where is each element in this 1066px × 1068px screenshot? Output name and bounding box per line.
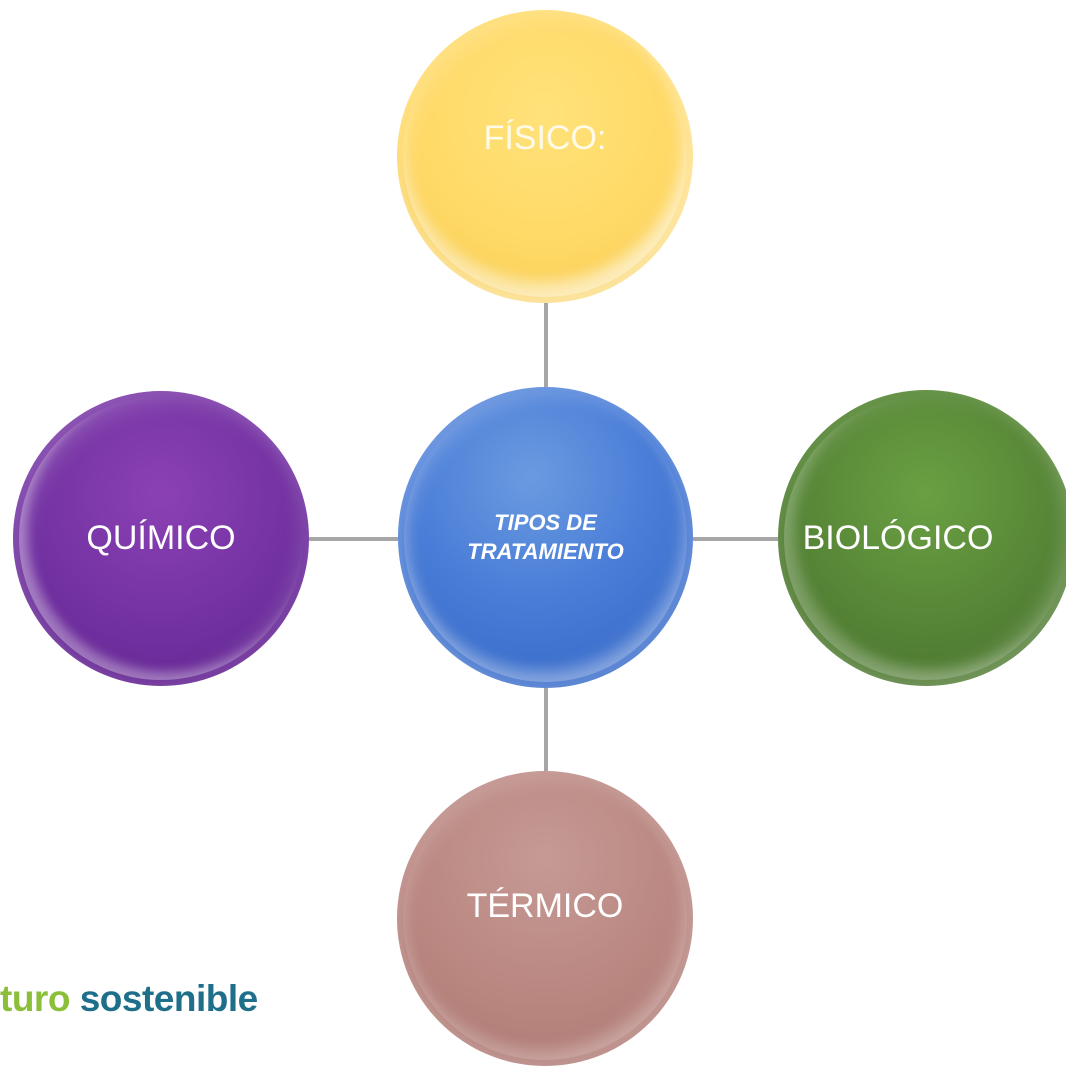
node-termico-label: TÉRMICO [466,887,624,925]
connector-right [693,537,778,541]
brand-text-part-2: sostenible [79,978,259,1019]
brand-text: turo sostenible [0,978,258,1020]
node-biologico-label: BIOLÓGICO [802,518,994,557]
connector-left [309,537,398,541]
node-quimico: QUÍMICO [13,391,309,686]
node-tipos-de-tratamiento: TIPOS DE TRATAMIENTO [398,387,693,688]
node-termico: TÉRMICO [397,771,693,1066]
brand-text-part-1: turo [0,978,80,1019]
node-fisico-label: FÍSICO: [483,119,607,157]
center-label: TIPOS DE TRATAMIENTO [467,509,623,565]
center-label-line-2: TRATAMIENTO [467,538,624,564]
node-biologico: BIOLÓGICO [778,390,1066,686]
node-quimico-label: QUÍMICO [86,519,236,557]
connector-bottom [544,688,548,771]
connector-top [544,303,548,387]
node-fisico: FÍSICO: [397,10,693,303]
center-label-line-1: TIPOS DE [494,510,597,536]
